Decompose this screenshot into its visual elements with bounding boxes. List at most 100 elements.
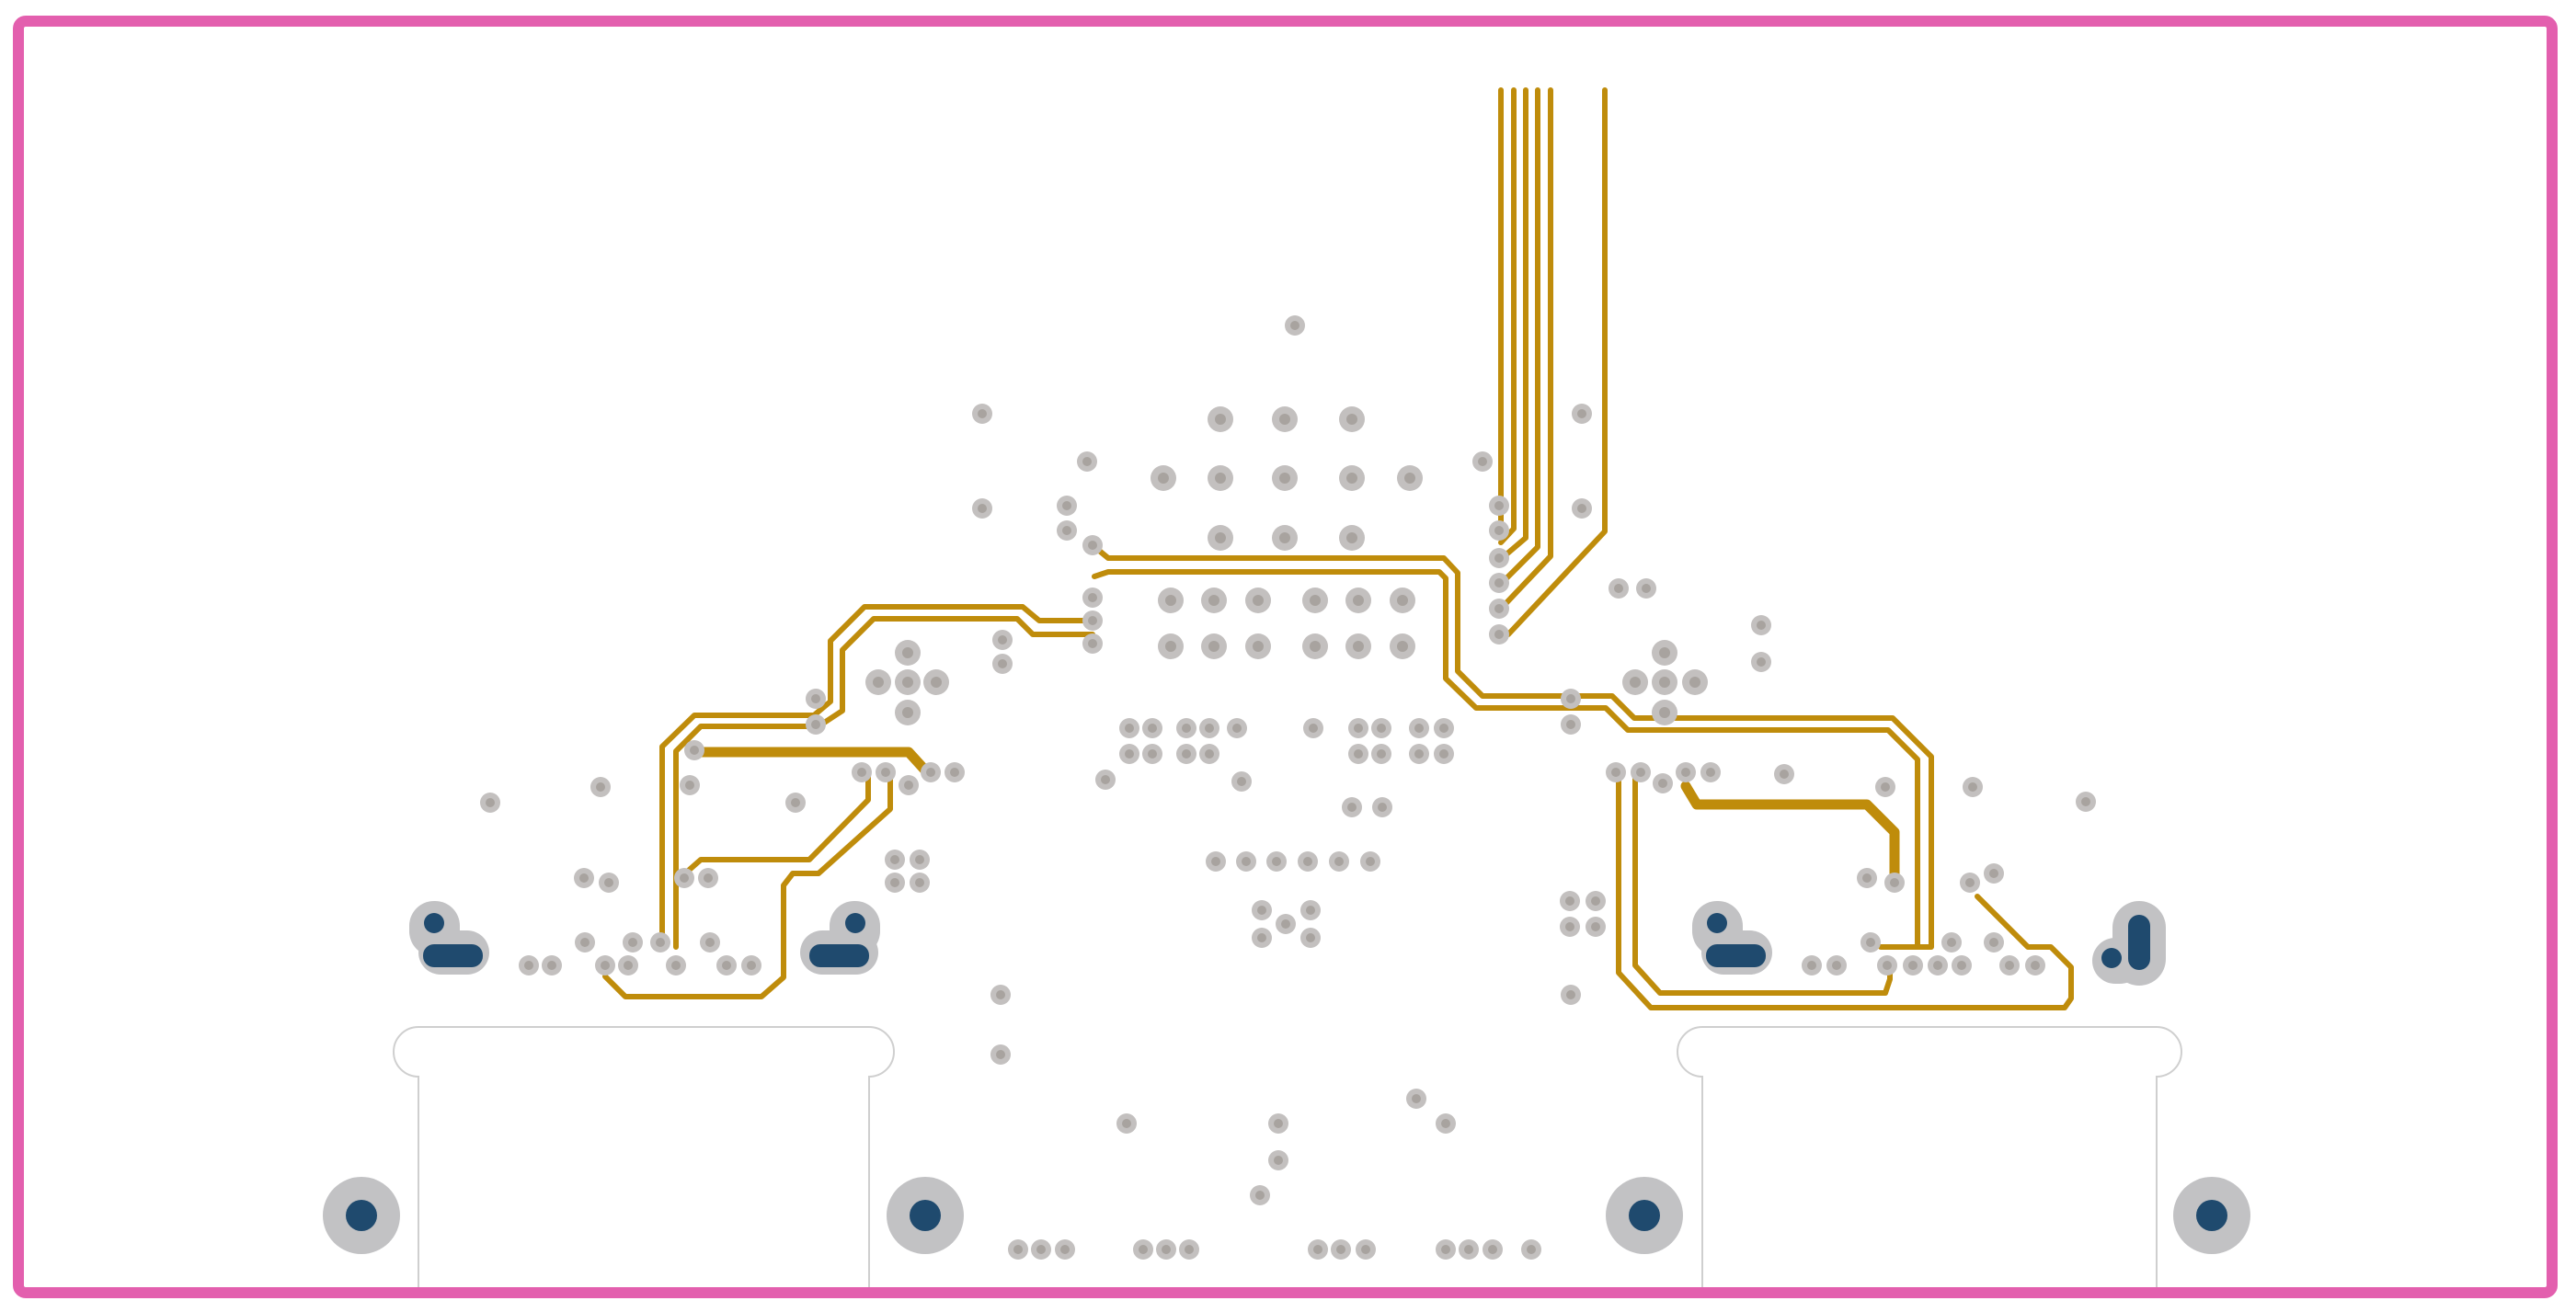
via	[992, 630, 1013, 650]
via	[1133, 1239, 1153, 1260]
via	[1342, 797, 1362, 817]
via	[1201, 588, 1227, 613]
via	[1356, 1239, 1376, 1260]
via	[1302, 588, 1328, 613]
via	[574, 868, 594, 888]
via	[1208, 465, 1233, 491]
via	[1489, 548, 1509, 568]
via	[1436, 1113, 1456, 1134]
via	[575, 932, 595, 953]
via	[1700, 762, 1721, 782]
via	[1406, 1089, 1426, 1109]
via	[1208, 525, 1233, 551]
via	[480, 793, 500, 813]
via	[674, 868, 694, 888]
pad-group-left-2	[800, 901, 880, 975]
via	[1751, 652, 1771, 672]
via	[1941, 932, 1962, 953]
via	[865, 669, 891, 695]
via	[1572, 404, 1592, 424]
via	[1877, 955, 1897, 975]
via	[716, 955, 737, 975]
via	[1272, 525, 1298, 551]
via	[1397, 465, 1423, 491]
via	[1928, 955, 1948, 975]
via	[1151, 465, 1176, 491]
via	[595, 955, 615, 975]
via	[1409, 744, 1429, 764]
via	[2076, 792, 2096, 812]
via	[1875, 777, 1895, 797]
via	[910, 873, 930, 893]
via	[1586, 917, 1606, 937]
via	[1119, 744, 1139, 764]
via	[990, 985, 1011, 1005]
via	[1077, 451, 1097, 472]
via	[1308, 1239, 1328, 1260]
via	[1268, 1150, 1288, 1170]
trace-right-outer	[1616, 774, 2074, 1010]
via	[1266, 851, 1287, 872]
via	[1245, 588, 1271, 613]
mounting-hole-3	[1606, 1177, 1683, 1254]
via	[1095, 770, 1116, 790]
via	[1276, 914, 1296, 934]
via	[945, 762, 965, 782]
via	[1298, 851, 1318, 872]
trace-left-thick	[693, 747, 933, 778]
via	[1960, 873, 1980, 893]
via	[1774, 764, 1794, 784]
via	[852, 762, 872, 782]
via	[1682, 669, 1708, 695]
via	[1082, 535, 1103, 555]
via	[1572, 498, 1592, 519]
via	[806, 689, 826, 709]
via	[1999, 955, 2020, 975]
via	[1903, 955, 1923, 975]
via	[1348, 744, 1368, 764]
via	[895, 640, 921, 666]
via	[1339, 465, 1365, 491]
via	[1179, 1239, 1199, 1260]
via	[1984, 932, 2004, 953]
via	[910, 850, 930, 870]
via	[1652, 640, 1677, 666]
via	[1208, 406, 1233, 432]
via	[2025, 955, 2045, 975]
via	[1561, 689, 1581, 709]
via	[1345, 588, 1371, 613]
via	[1345, 633, 1371, 659]
via	[1434, 744, 1454, 764]
via	[680, 775, 700, 795]
copper-traces	[602, 87, 2074, 1010]
via	[519, 955, 539, 975]
via	[700, 932, 720, 953]
trace-bus-6	[1506, 87, 1608, 637]
via	[1250, 1185, 1270, 1205]
via	[806, 714, 826, 735]
via	[895, 700, 921, 725]
via	[1636, 578, 1656, 599]
via	[1252, 928, 1272, 948]
via	[1245, 633, 1271, 659]
via	[1331, 1239, 1351, 1260]
via	[1826, 955, 1847, 975]
via	[1227, 718, 1247, 738]
trace-left-lower-1	[682, 774, 871, 876]
trace-right-thick	[1680, 781, 1900, 884]
vias	[480, 315, 2096, 1260]
connector-cutout-left	[393, 1026, 895, 1287]
via	[1606, 762, 1626, 782]
via	[1984, 863, 2004, 884]
via	[1206, 851, 1226, 872]
via	[1483, 1239, 1503, 1260]
via	[1360, 851, 1380, 872]
via	[1489, 624, 1509, 645]
via	[1560, 891, 1580, 911]
trace-loop-left-outer	[1090, 542, 1934, 950]
via	[1390, 588, 1415, 613]
via	[1751, 615, 1771, 635]
via	[1390, 633, 1415, 659]
mounting-hole-2	[887, 1177, 964, 1254]
via	[972, 404, 992, 424]
